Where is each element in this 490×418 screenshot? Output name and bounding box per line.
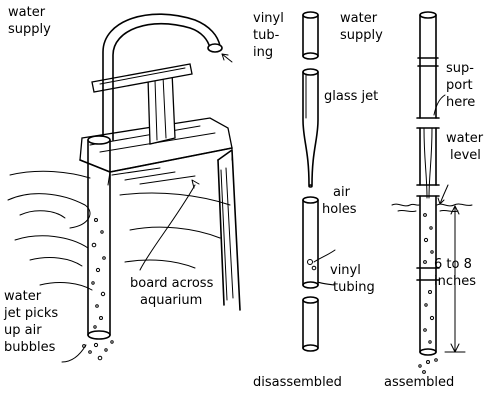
label-assembled: assembled (384, 375, 454, 390)
disassembled-parts-illustration (302, 11, 336, 352)
label-air-holes: air holes (322, 185, 357, 217)
label-board-across-aquarium: board across aquarium (130, 276, 218, 308)
assembled-unit-illustration (391, 11, 473, 374)
label-water-jet-picks-up-air-bubbles: water jet picks up air bubbles (3, 289, 62, 355)
label-disassembled: disassembled (253, 375, 342, 390)
label-water-supply-left: water supply (8, 5, 51, 37)
label-vinyl-tubing-bottom: vinyl tubing (330, 263, 375, 295)
label-vinyl-tubing-top: vinyl tub- ing (253, 11, 288, 60)
aquarium-scene-illustration (7, 13, 241, 363)
label-depth-6-to-8-inches: 6 to 8 inches (434, 257, 476, 289)
label-support-here: sup- port here (446, 61, 478, 110)
label-water-supply-right: water supply (340, 11, 383, 43)
label-glass-jet: glass jet (324, 89, 378, 104)
label-water-level: water level (446, 131, 487, 163)
